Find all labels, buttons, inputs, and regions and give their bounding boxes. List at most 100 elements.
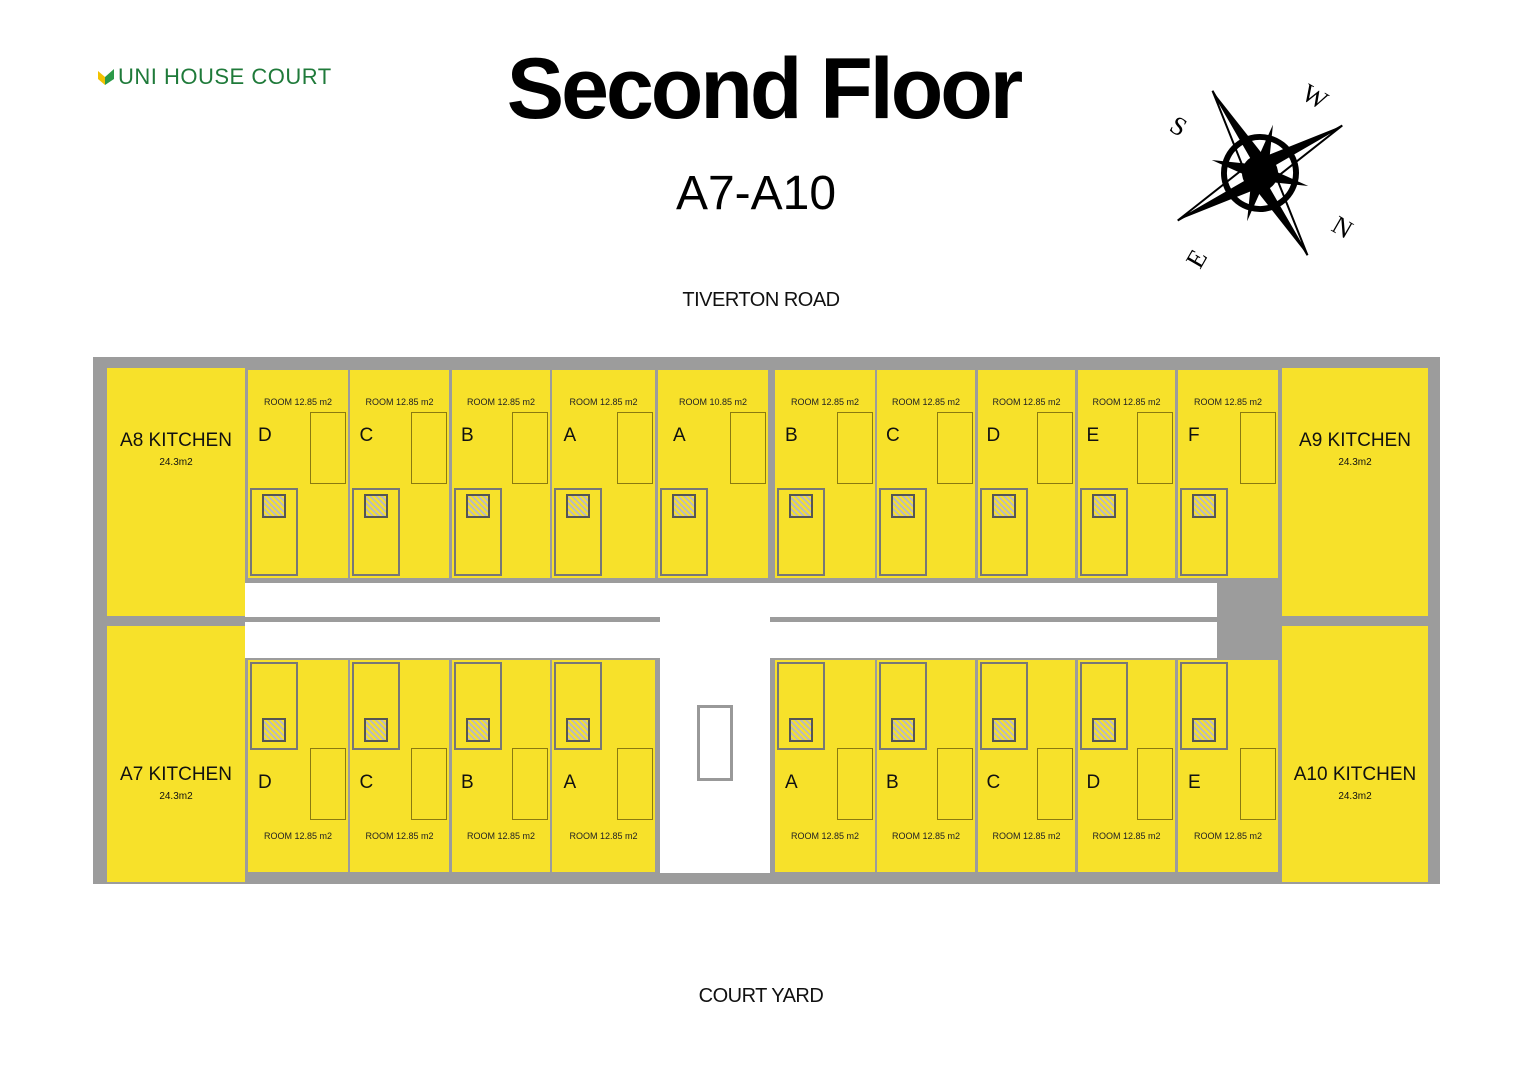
- kitchen-name: A7 KITCHEN: [120, 764, 232, 785]
- room-letter: A: [563, 772, 577, 793]
- room-bottom-b: ROOM 12.85 m2 B: [452, 660, 550, 872]
- room-area: ROOM 12.85 m2: [263, 397, 333, 407]
- compass-north-label: N: [1327, 210, 1358, 245]
- kitchen-a8: A8 KITCHEN 24.3m2: [107, 368, 245, 616]
- room-area: ROOM 12.85 m2: [1092, 397, 1161, 407]
- room-area: ROOM 12.85 m2: [365, 831, 434, 841]
- bed: [617, 748, 653, 820]
- room-area: ROOM 12.85 m2: [992, 397, 1061, 407]
- shower-icon: [992, 718, 1016, 742]
- bed: [310, 748, 346, 820]
- room-top-b: ROOM 12.85 m2 B: [452, 370, 550, 578]
- bed: [1240, 412, 1276, 484]
- room-area: ROOM 12.85 m2: [466, 831, 536, 841]
- kitchen-area: 24.3m2: [1338, 791, 1372, 802]
- room-letter: C: [886, 425, 900, 446]
- kitchen-area: 24.3m2: [1338, 457, 1372, 468]
- kitchen-name: A8 KITCHEN: [120, 430, 232, 451]
- bathroom: [879, 662, 927, 750]
- logo: UNI HOUSE COURT: [98, 64, 332, 90]
- page-title: Second Floor: [506, 41, 1023, 137]
- shower-icon: [789, 718, 813, 742]
- shower-icon: [1192, 494, 1216, 518]
- room-letter: A: [673, 425, 686, 446]
- bathroom: [1080, 662, 1128, 750]
- room-bottom-a: ROOM 12.85 m2 A: [552, 660, 655, 872]
- bed: [411, 412, 447, 484]
- room-letter: B: [461, 772, 474, 793]
- shower-icon: [891, 494, 915, 518]
- bed: [837, 748, 873, 820]
- kitchen-a10: A10 KITCHEN 24.3m2: [1282, 626, 1428, 882]
- room-letter: C: [359, 772, 374, 793]
- road-label-bottom: COURT YARD: [698, 985, 824, 1007]
- page-subtitle: A7-A10: [675, 167, 837, 220]
- shower-icon: [1192, 718, 1216, 742]
- room-bottom-e: ROOM 12.85 m2 E: [1178, 660, 1278, 872]
- room-letter: B: [785, 425, 798, 446]
- kitchen-area: 24.3m2: [159, 457, 193, 468]
- room-top-a: ROOM 10.85 m2 A: [658, 370, 768, 578]
- room-bottom-c: ROOM 12.85 m2 C: [978, 660, 1075, 872]
- kitchen-name: A10 KITCHEN: [1293, 764, 1417, 785]
- room-area: ROOM 12.85 m2: [1092, 831, 1161, 841]
- bed: [512, 412, 548, 484]
- room-bottom-d: ROOM 12.85 m2 D: [1078, 660, 1175, 872]
- bed: [310, 412, 346, 484]
- room-letter: F: [1188, 425, 1200, 446]
- bathroom: [454, 488, 502, 576]
- bathroom: [250, 488, 298, 576]
- shower-icon: [789, 494, 813, 518]
- compass-rose-icon: W N E S: [1165, 78, 1358, 273]
- room-letter: B: [461, 425, 474, 446]
- bed: [730, 412, 766, 484]
- shower-icon: [1092, 494, 1116, 518]
- room-area: ROOM 12.85 m2: [569, 397, 638, 407]
- bathroom: [250, 662, 298, 750]
- room-letter: A: [785, 772, 798, 793]
- road-label-top: TIVERTON ROAD: [682, 289, 840, 311]
- room-letter: D: [986, 425, 1001, 446]
- room-letter: E: [1188, 772, 1201, 793]
- room-area: ROOM 12.85 m2: [992, 831, 1061, 841]
- bed: [411, 748, 447, 820]
- bed: [512, 748, 548, 820]
- room-top-f: ROOM 12.85 m2 F: [1178, 370, 1278, 578]
- bathroom: [980, 662, 1028, 750]
- logo-text: UNI HOUSE COURT: [118, 64, 332, 89]
- room-letter: A: [563, 425, 577, 446]
- shower-icon: [1092, 718, 1116, 742]
- kitchen-a9: A9 KITCHEN 24.3m2: [1282, 368, 1428, 616]
- room-bottom-c: ROOM 12.85 m2 C: [350, 660, 449, 872]
- room-area: ROOM 12.85 m2: [1193, 397, 1263, 407]
- bed: [1037, 748, 1073, 820]
- shower-icon: [262, 718, 286, 742]
- bathroom: [879, 488, 927, 576]
- room-letter: C: [986, 772, 1001, 793]
- bathroom: [352, 488, 400, 576]
- room-letter: D: [1086, 772, 1101, 793]
- bathroom: [777, 662, 825, 750]
- bathroom: [554, 488, 602, 576]
- kitchen-name: A9 KITCHEN: [1299, 430, 1411, 451]
- bathroom: [352, 662, 400, 750]
- bed: [1240, 748, 1276, 820]
- bed: [1037, 412, 1073, 484]
- shower-icon: [566, 494, 590, 518]
- room-area: ROOM 12.85 m2: [569, 831, 638, 841]
- bathroom: [554, 662, 602, 750]
- bed: [937, 748, 973, 820]
- shower-icon: [364, 718, 388, 742]
- room-area: ROOM 12.85 m2: [466, 397, 536, 407]
- room-area: ROOM 12.85 m2: [1193, 831, 1263, 841]
- stair-landing: [697, 705, 733, 781]
- bathroom: [1180, 488, 1228, 576]
- bed: [937, 412, 973, 484]
- room-area: ROOM 10.85 m2: [678, 397, 748, 407]
